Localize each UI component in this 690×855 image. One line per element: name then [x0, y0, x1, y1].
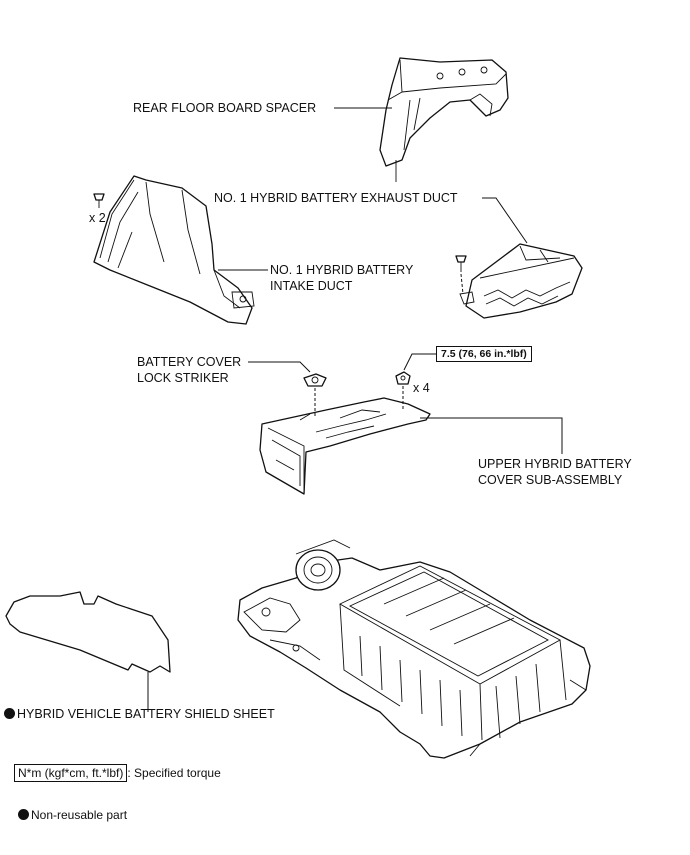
exhaust-duct-part [459, 243, 583, 319]
rear-floor-board-spacer-part [379, 57, 509, 182]
qty-x4-label: x 4 [413, 381, 430, 395]
hybrid-battery-assembly [237, 539, 591, 759]
non-reusable-legend-dot-icon [18, 809, 29, 820]
intake-duct-part [93, 175, 255, 325]
legend-non-reusable: Non-reusable part [18, 808, 127, 822]
exhaust-duct-label: NO. 1 HYBRID BATTERY EXHAUST DUCT [214, 191, 458, 205]
shield-sheet-label: HYBRID VEHICLE BATTERY SHIELD SHEET [4, 706, 275, 722]
intake-duct-label-line1: NO. 1 HYBRID BATTERY [270, 263, 414, 277]
rear-floor-board-spacer-label: REAR FLOOR BOARD SPACER [133, 101, 317, 115]
exhaust-duct-clip [455, 255, 467, 295]
torque-unit-box: N*m (kgf*cm, ft.*lbf) [14, 764, 128, 782]
upper-battery-cover-part [259, 397, 431, 495]
shield-sheet-label-text: HYBRID VEHICLE BATTERY SHIELD SHEET [17, 707, 275, 721]
legend-torque: N*m (kgf*cm, ft.*lbf): Specified torque [14, 764, 221, 782]
cover-bolt-part [395, 371, 411, 385]
upper-cover-label-line1: UPPER HYBRID BATTERY [478, 457, 632, 471]
torque-legend-text: : Specified torque [127, 766, 221, 780]
upper-cover-label-line2: COVER SUB-ASSEMBLY [478, 473, 623, 487]
intake-duct-clip [93, 193, 105, 208]
battery-shield-sheet-part [5, 591, 171, 673]
qty-x2-label: x 2 [89, 211, 106, 225]
non-reusable-legend-text: Non-reusable part [31, 808, 128, 822]
lock-striker-label-line1: BATTERY COVER [137, 355, 242, 369]
non-reusable-dot-icon [4, 708, 15, 719]
intake-duct-label-line2: INTAKE DUCT [270, 279, 353, 293]
battery-cover-lock-striker-part [303, 373, 327, 387]
lock-striker-label-line2: LOCK STRIKER [137, 371, 229, 385]
torque-spec-box: 7.5 (76, 66 in.*lbf) [436, 346, 532, 362]
